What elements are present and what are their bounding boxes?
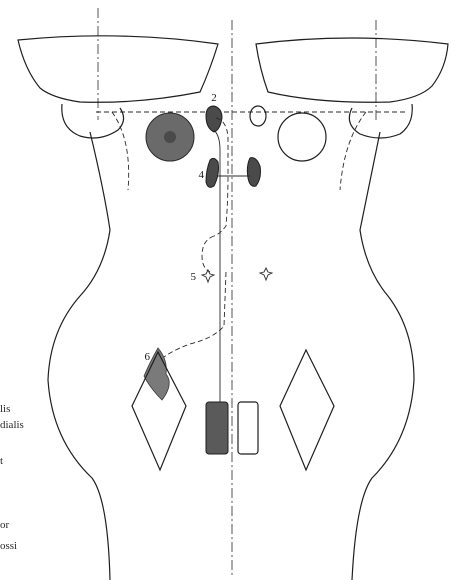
left-dashed-contour [112, 112, 129, 190]
loop-to-5 [202, 236, 214, 272]
structure-4-left-shape [206, 158, 219, 187]
left-shaded-circle-core [164, 131, 176, 143]
cropped-text-line-4: or [0, 519, 10, 531]
marker-2-label: 2 [211, 92, 217, 104]
dark-rectangle [206, 402, 228, 454]
cropped-text-line-3: t [0, 455, 3, 467]
open-rectangle [238, 402, 258, 454]
body-outline-left [48, 132, 110, 580]
right-star [260, 268, 272, 280]
structure-4-right-shape [247, 158, 260, 187]
right-open-circle [278, 113, 326, 161]
structure-5-star [202, 270, 214, 282]
cropped-text-line-1: lis [0, 403, 10, 415]
right-upper-block [256, 38, 448, 102]
cropped-text-line-5: ossi [0, 540, 17, 552]
marker-6-label: 6 [145, 351, 151, 363]
small-oval [250, 106, 266, 126]
marker-4-label: 4 [199, 169, 205, 181]
marker-5-label: 5 [191, 271, 197, 283]
path-to-6 [158, 272, 226, 362]
body-outline-right [352, 132, 414, 580]
left-shoulder-lobe [62, 104, 124, 138]
right-lower-diamond [280, 350, 334, 470]
cropped-text-line-2: dialis [0, 419, 24, 431]
right-dashed-contour [340, 112, 366, 190]
left-upper-block [18, 36, 218, 102]
right-shoulder-lobe [349, 104, 412, 138]
